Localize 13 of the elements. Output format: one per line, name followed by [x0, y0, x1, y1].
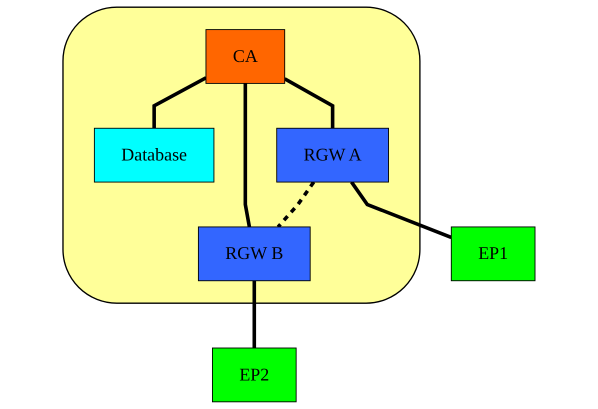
connector [152, 76, 207, 128]
connector [284, 77, 334, 128]
node-box: EP1 [450, 226, 536, 282]
node-box: RGW A [276, 128, 389, 183]
node-box: Database [94, 128, 214, 183]
node-box: RGW B [198, 226, 311, 282]
cluster [62, 6, 421, 304]
connector [252, 280, 256, 348]
connector [276, 181, 316, 228]
connector [244, 83, 252, 228]
node-box: EP2 [212, 348, 297, 402]
node-box: CA [206, 29, 286, 84]
connector [350, 181, 452, 240]
